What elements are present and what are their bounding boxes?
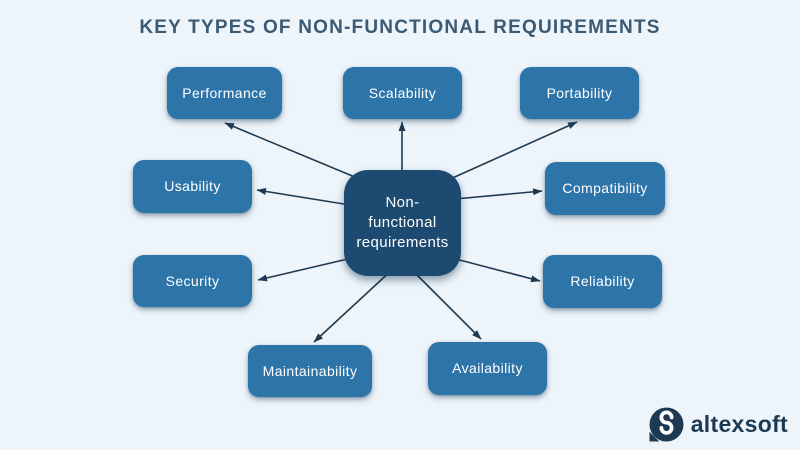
node-usability-label: Usability	[164, 178, 221, 195]
node-portability: Portability	[520, 67, 639, 119]
node-scalability: Scalability	[343, 67, 462, 119]
node-availability: Availability	[428, 342, 547, 395]
node-performance: Performance	[167, 67, 282, 119]
node-performance-label: Performance	[182, 84, 267, 101]
arrow-to-reliability	[451, 257, 541, 283]
node-center-label: Non-functional requirements	[356, 193, 449, 252]
node-maintainability: Maintainability	[248, 345, 372, 397]
altexsoft-wordmark: altexsoft	[690, 411, 788, 437]
diagram-title: KEY TYPES OF NON-FUNCTIONAL REQUIREMENTS	[139, 17, 661, 38]
arrow-to-performance	[224, 122, 363, 181]
arrow-to-usability	[256, 187, 351, 206]
altexsoft-s-icon	[649, 407, 684, 442]
node-reliability-label: Reliability	[570, 273, 635, 290]
node-maintainability-label: Maintainability	[262, 362, 358, 379]
arrow-to-maintainability	[313, 267, 395, 343]
node-availability-label: Availability	[452, 360, 523, 377]
node-portability-label: Portability	[546, 84, 613, 101]
arrow-to-compatibility	[454, 188, 543, 200]
node-center-nonfunctional-requirements: Non-functional requirements	[344, 170, 461, 276]
arrow-to-security	[257, 257, 353, 282]
node-reliability: Reliability	[543, 255, 662, 308]
node-compatibility-label: Compatibility	[562, 180, 648, 197]
node-scalability-label: Scalability	[368, 84, 437, 101]
node-usability: Usability	[133, 160, 252, 213]
node-security: Security	[133, 255, 252, 307]
arrow-to-availability	[409, 267, 482, 340]
arrow-to-portability	[447, 121, 578, 181]
node-compatibility: Compatibility	[545, 162, 665, 215]
altexsoft-logo: altexsoft	[649, 407, 788, 442]
node-security-label: Security	[165, 272, 220, 289]
